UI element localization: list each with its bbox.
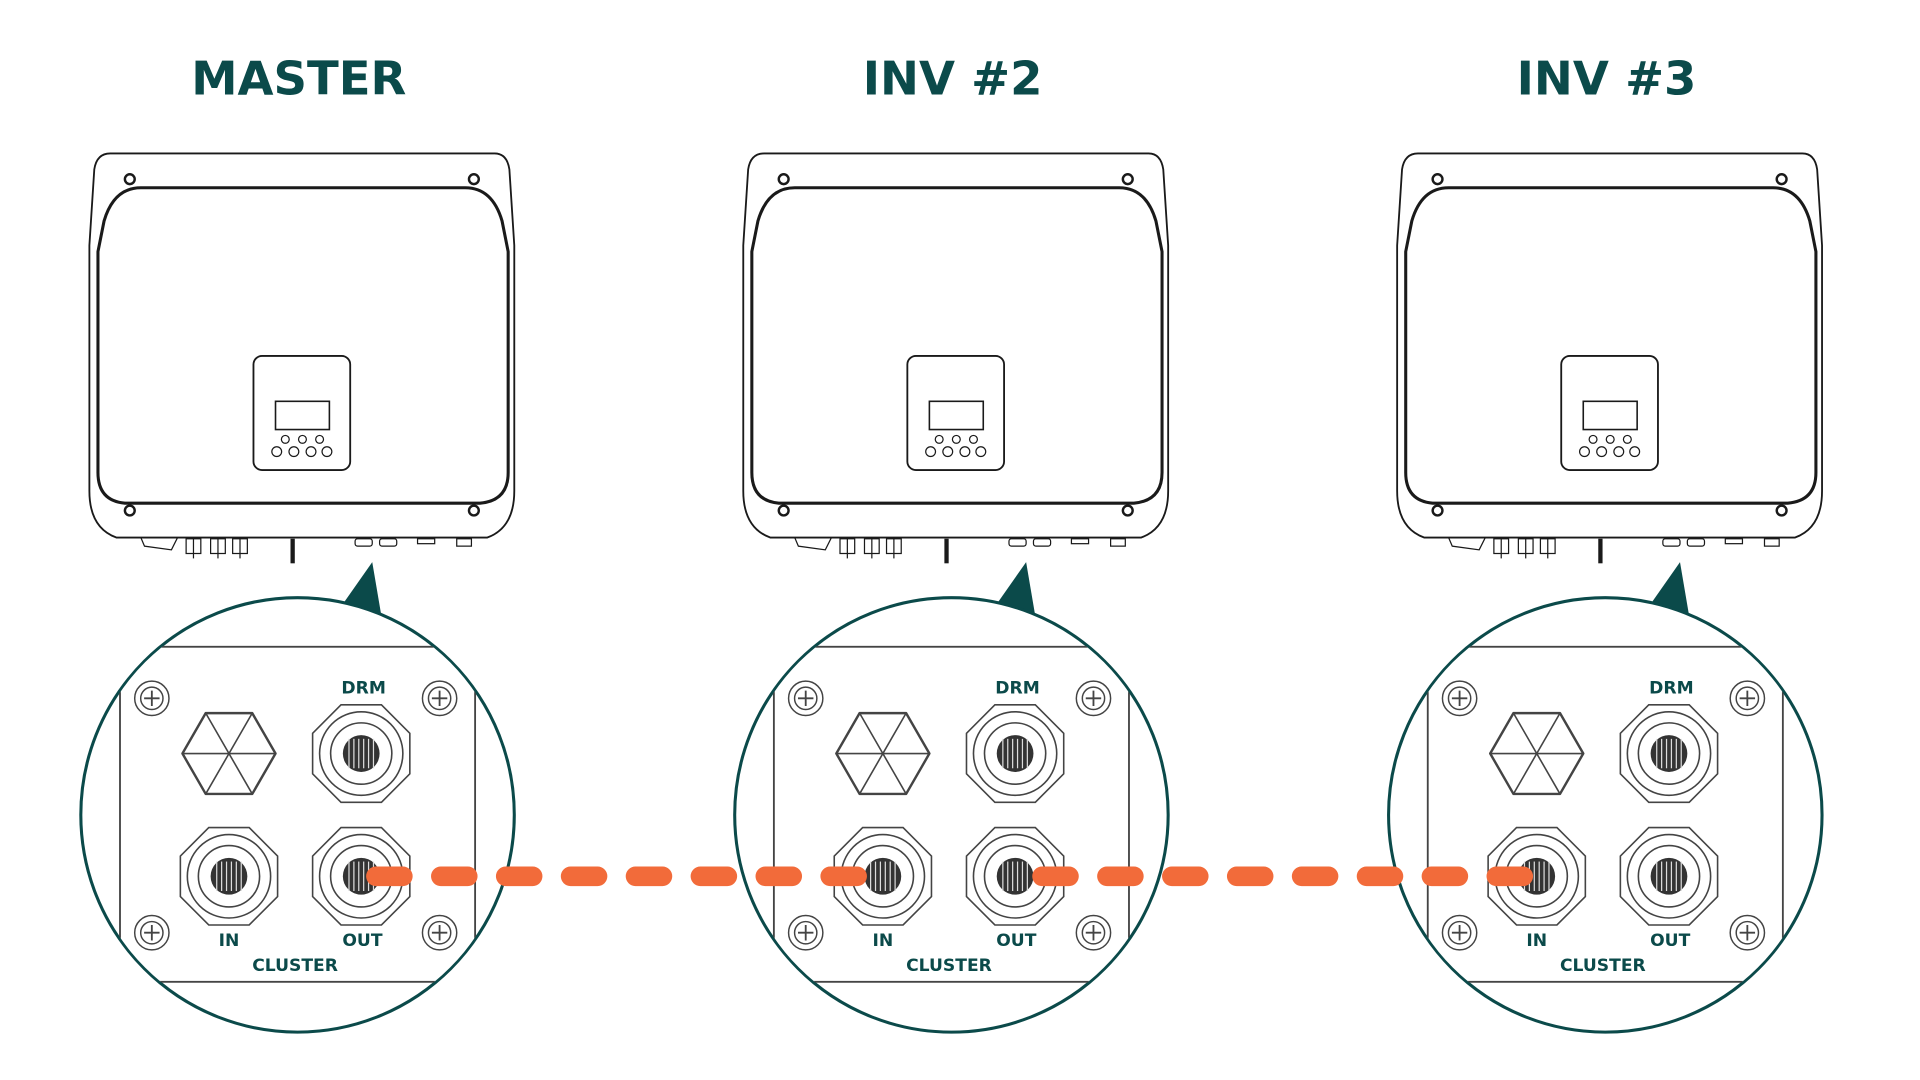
button-icon bbox=[1596, 446, 1608, 458]
bottom-connectors bbox=[140, 537, 473, 564]
cluster-out-port bbox=[311, 826, 411, 926]
bottom-connectors bbox=[1448, 537, 1780, 564]
button-icon bbox=[942, 446, 954, 458]
display-panel bbox=[906, 354, 1006, 471]
button-icon bbox=[1578, 446, 1591, 458]
port-panel bbox=[119, 645, 477, 983]
cluster-label: CLUSTER bbox=[1560, 956, 1646, 976]
screw-icon bbox=[1121, 504, 1134, 517]
lcd-screen bbox=[1582, 400, 1638, 431]
screw-icon bbox=[1121, 173, 1134, 186]
screw-icon bbox=[421, 914, 458, 951]
screw-icon bbox=[1431, 504, 1444, 517]
button-icon bbox=[1605, 434, 1615, 444]
button-icon bbox=[951, 434, 961, 444]
inverter-title: INV #2 bbox=[863, 51, 1043, 105]
drm-label: DRM bbox=[341, 678, 385, 698]
button-icon bbox=[925, 446, 937, 458]
screw-icon bbox=[467, 173, 480, 186]
cluster-out-port bbox=[1619, 826, 1719, 926]
button-icon bbox=[297, 434, 307, 444]
button-icon bbox=[1622, 434, 1632, 444]
cluster-label: CLUSTER bbox=[906, 956, 992, 976]
display-panel bbox=[252, 354, 352, 471]
button-icon bbox=[975, 446, 987, 458]
drm-port bbox=[1619, 704, 1719, 804]
screw-icon bbox=[777, 173, 790, 186]
sealing-plug-icon bbox=[1488, 711, 1585, 796]
inverter-body bbox=[742, 152, 1170, 564]
lcd-screen bbox=[274, 400, 331, 431]
screw-icon bbox=[1729, 914, 1766, 951]
screw-icon bbox=[133, 914, 170, 951]
out-label: OUT bbox=[996, 931, 1036, 951]
sealing-plug-icon bbox=[835, 711, 931, 796]
inverter-body bbox=[1396, 152, 1823, 564]
screw-icon bbox=[1775, 504, 1788, 517]
button-icon bbox=[968, 434, 978, 444]
button-icon bbox=[315, 434, 325, 444]
screw-icon bbox=[787, 914, 824, 951]
screw-icon bbox=[1775, 173, 1788, 186]
display-panel bbox=[1560, 354, 1659, 471]
cluster-label: CLUSTER bbox=[252, 956, 338, 976]
in-label: IN bbox=[219, 931, 240, 951]
drm-port bbox=[965, 704, 1065, 804]
button-icon bbox=[280, 434, 290, 444]
screw-icon bbox=[1075, 680, 1112, 717]
screw-icon bbox=[787, 680, 824, 717]
button-icon bbox=[1588, 434, 1598, 444]
button-icon bbox=[321, 446, 333, 458]
port-panel bbox=[772, 645, 1130, 983]
button-icon bbox=[271, 446, 283, 458]
drm-label: DRM bbox=[1649, 678, 1693, 698]
screw-icon bbox=[1729, 680, 1766, 717]
sealing-plug-icon bbox=[181, 711, 277, 796]
screw-icon bbox=[1075, 914, 1112, 951]
cluster-in-port bbox=[179, 826, 279, 926]
in-label: IN bbox=[872, 931, 893, 951]
screw-icon bbox=[777, 504, 790, 517]
screw-icon bbox=[1441, 680, 1478, 717]
button-icon bbox=[288, 446, 300, 458]
button-icon bbox=[959, 446, 971, 458]
screw-icon bbox=[1431, 173, 1444, 186]
drm-label: DRM bbox=[995, 678, 1039, 698]
bottom-connectors bbox=[794, 537, 1126, 564]
drm-port bbox=[311, 704, 411, 804]
inverter-title: INV #3 bbox=[1517, 51, 1697, 105]
screw-icon bbox=[123, 504, 136, 517]
screw-icon bbox=[467, 504, 480, 517]
button-icon bbox=[1629, 446, 1641, 458]
screw-icon bbox=[133, 680, 170, 717]
button-icon bbox=[934, 434, 944, 444]
inverter-title: MASTER bbox=[191, 51, 406, 105]
screw-icon bbox=[421, 680, 458, 717]
cluster-in-port bbox=[833, 826, 933, 926]
out-label: OUT bbox=[1650, 931, 1690, 951]
lcd-screen bbox=[928, 400, 985, 431]
in-label: IN bbox=[1526, 931, 1547, 951]
cluster-out-port bbox=[965, 826, 1065, 926]
button-icon bbox=[1613, 446, 1625, 458]
port-panel bbox=[1426, 645, 1784, 983]
button-icon bbox=[305, 446, 317, 458]
cluster-in-port bbox=[1487, 826, 1587, 926]
out-label: OUT bbox=[342, 931, 382, 951]
screw-icon bbox=[1441, 914, 1478, 951]
screw-icon bbox=[123, 173, 136, 186]
inverter-body bbox=[88, 152, 516, 564]
